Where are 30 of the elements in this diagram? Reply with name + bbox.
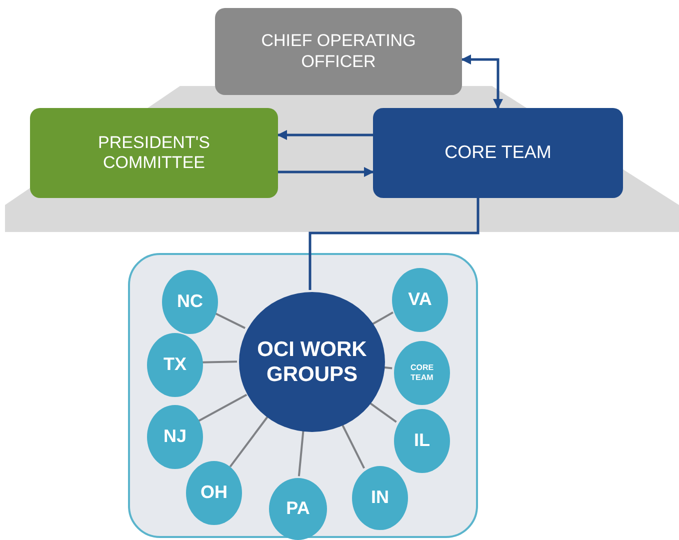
connector-line xyxy=(382,366,392,370)
group-label: PA xyxy=(285,498,311,520)
group-label: CORE TEAM xyxy=(409,363,435,383)
connector-line xyxy=(229,416,268,468)
group-label: OCI WORK GROUPS xyxy=(256,336,368,388)
connector-line xyxy=(340,422,365,469)
group-label: VA xyxy=(407,289,433,311)
group-label: TX xyxy=(162,354,188,376)
arrow xyxy=(278,167,374,177)
connector-line xyxy=(200,360,238,364)
box-label: CHIEF OPERATING OFFICER xyxy=(260,31,417,72)
connector-line xyxy=(298,430,304,476)
connector-line xyxy=(368,401,397,423)
group-label: NJ xyxy=(162,426,188,448)
officer-box xyxy=(215,8,462,95)
connector-line xyxy=(198,394,248,422)
team-box xyxy=(30,108,278,198)
group-panel xyxy=(128,253,478,538)
arrow xyxy=(461,54,503,109)
connector-line xyxy=(213,312,246,329)
group-label: IL xyxy=(413,430,431,452)
connector-line xyxy=(372,312,394,325)
group-label: IN xyxy=(370,487,390,509)
team-box xyxy=(373,108,623,198)
box-label: CORE TEAM xyxy=(444,142,552,164)
connector-line xyxy=(308,198,480,290)
arrow xyxy=(277,130,373,140)
group-label: NC xyxy=(176,291,204,313)
group-label: OH xyxy=(200,482,228,504)
box-label: PRESIDENT'S COMMITTEE xyxy=(97,132,211,174)
